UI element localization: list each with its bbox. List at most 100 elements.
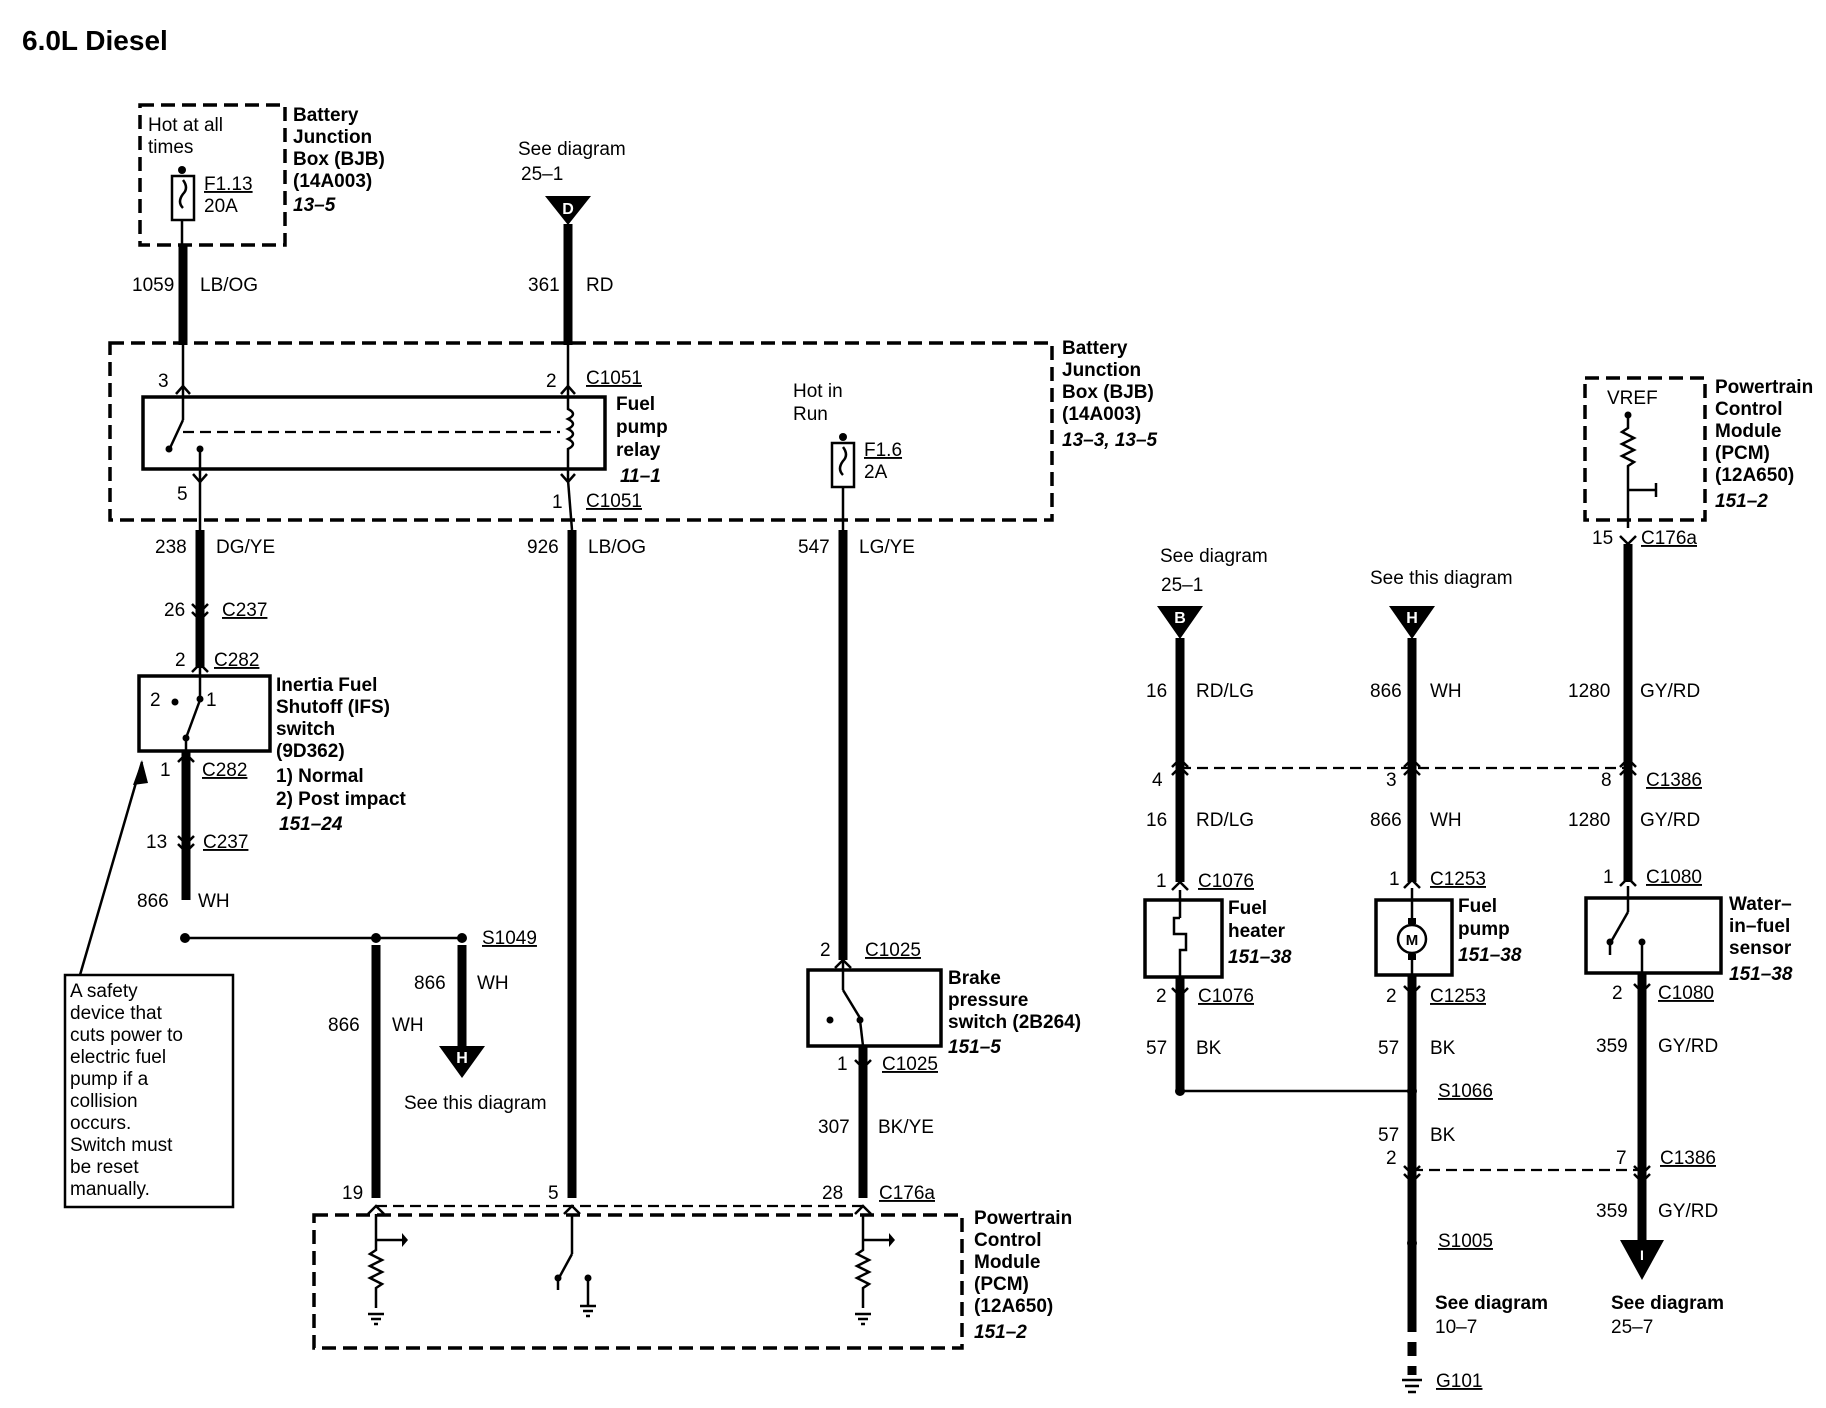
conn-c1080-bot-pin: 2	[1612, 983, 1623, 1004]
conn-c282-bot-name: C282	[202, 760, 247, 781]
bjb-main: Battery Junction Box (BJB) (14A003) 13–3…	[108, 338, 1158, 530]
conn-c1386-pin-4: 4	[1152, 770, 1163, 791]
pcm-bottom-name-4: (PCM)	[974, 1274, 1029, 1295]
wire-866-a-color: WH	[198, 891, 230, 912]
note-line-5: pump if a	[70, 1069, 149, 1090]
wire-57-b-color: BK	[1430, 1038, 1456, 1059]
page-title: 6.0L Diesel	[22, 25, 168, 56]
conn-c1386-pin-3: 3	[1386, 770, 1397, 791]
see-d-text: See diagram	[518, 139, 626, 160]
pcm-right-box	[1583, 376, 1707, 522]
ground-g101: G101	[1436, 1371, 1482, 1392]
see-g101-ref: 10–7	[1435, 1317, 1477, 1338]
fuel-pump-name-2: pump	[1458, 919, 1510, 940]
wire-359-a-circuit: 359	[1596, 1036, 1628, 1057]
splice-s1005: S1005	[1438, 1231, 1493, 1252]
conn-c282-bot-pin: 1	[160, 760, 171, 781]
fuse-f113-amps: 20A	[204, 196, 238, 217]
conn-c1076-bot-name: C1076	[1198, 986, 1254, 1007]
conn-pcm-pin-19: 19	[342, 1183, 363, 1204]
wire-307-color: BK/YE	[878, 1117, 934, 1138]
ifs-pin-1: 1	[206, 690, 217, 711]
pcm-right-vref: VREF	[1607, 388, 1658, 409]
conn-c237-bot-name: C237	[203, 832, 248, 853]
wire-926-circuit: 926	[527, 537, 559, 558]
pcm-right-name-2: Control	[1715, 399, 1783, 420]
conn-c176a-bot: C176a	[879, 1183, 935, 1204]
wif-name-1: Water–	[1729, 894, 1792, 915]
relay-name-2: pump	[616, 417, 668, 438]
wire-1059-circuit: 1059	[132, 275, 174, 296]
connector-i-icon	[1620, 1240, 1664, 1280]
conn-c1386-top-name: C1386	[1646, 770, 1702, 791]
pcm-bottom-name-5: (12A650)	[974, 1296, 1053, 1317]
bjb-top-hot-1: Hot at all	[148, 115, 223, 136]
connector-h-mid-icon	[439, 1046, 485, 1078]
wif-name-2: in–fuel	[1729, 916, 1790, 937]
see-g101-text: See diagram	[1435, 1293, 1548, 1314]
wire-238-circuit: 238	[155, 537, 187, 558]
fuel-pump-ref: 151–38	[1458, 945, 1522, 966]
note-line-2: device that	[70, 1003, 163, 1024]
pcm-resistor-1-icon	[367, 1240, 385, 1308]
relay-name-3: relay	[616, 440, 661, 461]
see-h-top-text: See this diagram	[1370, 568, 1513, 589]
bjb-main-name-2: Junction	[1062, 360, 1141, 381]
ifs-name-1: Inertia Fuel	[276, 675, 377, 696]
connector-h-mid-letter: H	[456, 1050, 468, 1067]
bjb-top-name-2: Junction	[293, 127, 372, 148]
relay-pin-2: 2	[546, 371, 557, 392]
fuel-heater: Fuel heater 151–38	[1143, 890, 1292, 979]
relay-conn-top: C1051	[586, 368, 642, 389]
fuel-heater-name-2: heater	[1228, 921, 1286, 942]
wire-1280-a-circuit: 1280	[1568, 681, 1610, 702]
fuel-heater-name-1: Fuel	[1228, 898, 1267, 919]
conn-c176a-right-name: C176a	[1641, 528, 1697, 549]
note-box: A safety device that cuts power to elect…	[63, 973, 235, 1209]
wire-57-c-circuit: 57	[1378, 1125, 1399, 1146]
splice-s1049: S1049	[482, 928, 537, 949]
pcm-bottom-box	[312, 1213, 964, 1350]
conn-c176a-right-pin: 15	[1592, 528, 1613, 549]
wire-866-c-circuit: 866	[414, 973, 446, 994]
relay-pin-1: 1	[552, 492, 563, 513]
connector-h-top-icon	[1389, 606, 1435, 639]
ifs-ref: 151–24	[279, 814, 343, 835]
conn-c237-top-name: C237	[222, 600, 267, 621]
bjb-main-ref: 13–3, 13–5	[1062, 430, 1158, 451]
brake-name-3: switch (2B264)	[948, 1012, 1081, 1033]
fuse-f113-icon	[170, 174, 196, 222]
fuel-pump-relay-box	[141, 395, 607, 471]
pcm-right-name-4: (PCM)	[1715, 443, 1770, 464]
ifs-state-1: 1) Normal	[276, 766, 364, 787]
connector-h-top-letter: H	[1406, 610, 1418, 627]
conn-c282-top-pin: 2	[175, 650, 186, 671]
bjb-top: Hot at all times F1.13 20A Battery Junct…	[138, 103, 385, 247]
ifs-state-2: 2) Post impact	[276, 789, 407, 810]
pcm-right: VREF Powertrain Control Module (PCM) (12…	[1583, 376, 1813, 528]
relay-name-1: Fuel	[616, 394, 655, 415]
fuel-pump-motor-symbol: M	[1406, 932, 1419, 949]
brake-name-2: pressure	[948, 990, 1028, 1011]
conn-c1076-top-pin: 1	[1156, 871, 1167, 892]
wire-361-circuit: 361	[528, 275, 560, 296]
wire-361-color: RD	[586, 275, 613, 296]
fuel-pump: M Fuel pump 151–38	[1374, 888, 1522, 977]
wire-866-b-circuit: 866	[328, 1015, 360, 1036]
relay-coil-icon	[565, 397, 575, 469]
conn-c1076-bot-pin: 2	[1156, 986, 1167, 1007]
conn-c1253-bot-pin: 2	[1386, 986, 1397, 1007]
wire-16-b-color: RD/LG	[1196, 810, 1254, 831]
brake-name-1: Brake	[948, 968, 1001, 989]
fuel-heater-ref: 151–38	[1228, 947, 1292, 968]
water-in-fuel-sensor: Water– in–fuel sensor 151–38	[1584, 886, 1793, 985]
see-i-text: See diagram	[1611, 1293, 1724, 1314]
conn-c1386-bot-name: C1386	[1660, 1148, 1716, 1169]
splice-s1066: S1066	[1438, 1081, 1493, 1102]
bjb-main-box	[108, 341, 1054, 522]
conn-c1386-pin-2: 2	[1386, 1148, 1397, 1169]
bjb-main-hot-1: Hot in	[793, 381, 843, 402]
pcm-right-ref: 151–2	[1715, 491, 1768, 512]
wire-866-e-circuit: 866	[1370, 810, 1402, 831]
